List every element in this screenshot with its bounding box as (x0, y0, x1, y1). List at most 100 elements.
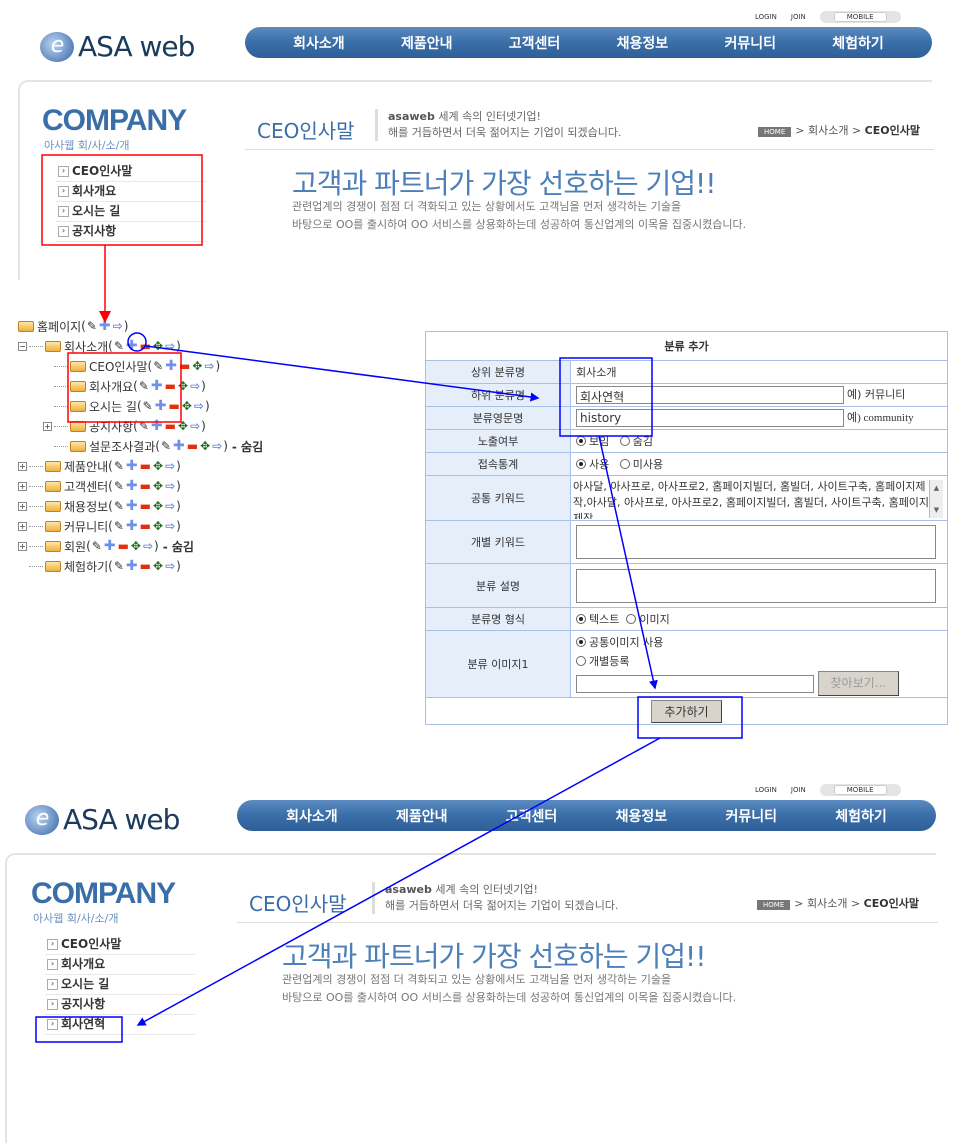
tree-node[interactable]: +채용정보(✎✚▬✥⇨) (18, 498, 181, 514)
add-plus-icon[interactable]: ✚ (125, 518, 138, 534)
description-textarea[interactable] (576, 568, 936, 603)
move-cross-icon[interactable]: ✥ (130, 539, 141, 553)
add-plus-icon[interactable]: ✚ (125, 338, 138, 354)
menu-item[interactable]: CEO인사말 (56, 162, 206, 182)
nav-item[interactable]: 커뮤니티 (725, 808, 777, 825)
menu-item[interactable]: 오시는 길 (45, 975, 195, 995)
delete-minus-icon[interactable]: ▬ (139, 339, 151, 353)
child-name-input[interactable]: 회사연혁 (576, 386, 844, 404)
tree-node[interactable]: +공지사항(✎✚▬✥⇨) (43, 418, 206, 434)
edit-pencil-icon[interactable]: ✎ (113, 559, 124, 573)
expand-toggle-icon[interactable]: + (18, 501, 27, 511)
expand-toggle-icon[interactable]: + (43, 421, 52, 431)
nav-item[interactable]: 채용정보 (616, 35, 669, 52)
move-cross-icon[interactable]: ✥ (178, 379, 189, 393)
add-plus-icon[interactable]: ✚ (150, 378, 163, 394)
delete-minus-icon[interactable]: ▬ (168, 399, 180, 413)
add-plus-icon[interactable]: ✚ (150, 418, 163, 434)
radio-stats-use[interactable] (576, 459, 586, 469)
move-arrow-icon[interactable]: ⇨ (142, 539, 154, 553)
move-cross-icon[interactable]: ✥ (178, 419, 189, 433)
move-cross-icon[interactable]: ✥ (153, 519, 164, 533)
tree-node[interactable]: CEO인사말(✎✚▬✥⇨) (18, 356, 263, 376)
tree-node[interactable]: 오시는 길(✎✚▬✥⇨) (18, 396, 263, 416)
move-arrow-icon[interactable]: ⇨ (165, 519, 176, 533)
tree-root[interactable]: 홈페이지(✎✚⇨) (18, 316, 263, 336)
move-cross-icon[interactable]: ✥ (153, 499, 164, 513)
tree-node[interactable]: 회사개요(✎✚▬✥⇨) (18, 376, 263, 396)
move-arrow-icon[interactable]: ⇨ (112, 319, 123, 333)
add-plus-icon[interactable]: ✚ (98, 318, 111, 334)
menu-item[interactable]: 공지사항 (56, 222, 206, 242)
tree-node[interactable]: +커뮤니티(✎✚▬✥⇨) (18, 518, 181, 534)
edit-pencil-icon[interactable]: ✎ (86, 319, 97, 333)
expand-toggle-icon[interactable]: + (18, 461, 27, 471)
edit-pencil-icon[interactable]: ✎ (138, 419, 149, 433)
nav-item[interactable]: 고객센터 (508, 35, 561, 52)
add-plus-icon[interactable]: ✚ (125, 558, 138, 574)
delete-minus-icon[interactable]: ▬ (179, 359, 191, 373)
nav-item[interactable]: 제품안내 (400, 35, 453, 52)
join-link[interactable]: JOIN (790, 13, 806, 21)
delete-minus-icon[interactable]: ▬ (186, 439, 199, 453)
add-plus-icon[interactable]: ✚ (125, 458, 138, 474)
expand-toggle-icon[interactable]: + (18, 481, 27, 491)
move-cross-icon[interactable]: ✥ (181, 399, 192, 413)
login-link[interactable]: LOGIN (755, 13, 777, 21)
delete-minus-icon[interactable]: ▬ (164, 419, 176, 433)
tree-node[interactable]: 체험하기(✎✚▬✥⇨) (18, 556, 263, 576)
browse-button[interactable]: 찾아보기... (817, 670, 900, 696)
nav-item[interactable]: 회사소개 (293, 35, 345, 52)
tree-node[interactable]: −회사소개(✎✚▬✥⇨) (18, 338, 181, 354)
add-plus-icon[interactable]: ✚ (173, 438, 185, 454)
scrollbar[interactable]: ▲▼ (929, 480, 943, 518)
delete-minus-icon[interactable]: ▬ (117, 539, 129, 553)
move-cross-icon[interactable]: ✥ (192, 359, 203, 373)
move-cross-icon[interactable]: ✥ (200, 439, 211, 453)
delete-minus-icon[interactable]: ▬ (139, 519, 151, 533)
expand-toggle-icon[interactable]: + (18, 521, 27, 531)
move-arrow-icon[interactable]: ⇨ (165, 459, 176, 473)
delete-minus-icon[interactable]: ▬ (139, 499, 151, 513)
add-plus-icon[interactable]: ✚ (103, 538, 116, 554)
edit-pencil-icon[interactable]: ✎ (113, 459, 124, 473)
menu-item[interactable]: 회사개요 (56, 182, 206, 202)
move-arrow-icon[interactable]: ⇨ (212, 439, 223, 453)
collapse-toggle-icon[interactable]: − (18, 341, 27, 351)
nav-item[interactable]: 회사소개 (286, 808, 338, 825)
radio-stats-nouse[interactable] (619, 459, 630, 469)
move-cross-icon[interactable]: ✥ (153, 459, 164, 473)
edit-pencil-icon[interactable]: ✎ (113, 479, 124, 493)
delete-minus-icon[interactable]: ▬ (139, 559, 151, 573)
submit-add-button[interactable]: 추가하기 (651, 699, 722, 723)
delete-minus-icon[interactable]: ▬ (139, 479, 151, 493)
nav-item[interactable]: 체험하기 (835, 808, 887, 825)
mobile-button[interactable]: MOBILE (819, 784, 901, 796)
edit-pencil-icon[interactable]: ✎ (153, 359, 164, 373)
menu-item[interactable]: 회사개요 (45, 955, 195, 975)
home-link[interactable]: HOME (758, 127, 792, 137)
file-input[interactable] (576, 674, 814, 693)
nav-item[interactable]: 고객센터 (505, 808, 558, 825)
delete-minus-icon[interactable]: ▬ (139, 459, 151, 473)
edit-pencil-icon[interactable]: ✎ (113, 499, 124, 513)
add-plus-icon[interactable]: ✚ (125, 498, 138, 514)
tree-node[interactable]: 설문조사결과(✎✚▬✥⇨)- 숨김 (18, 436, 263, 456)
move-cross-icon[interactable]: ✥ (153, 479, 164, 493)
move-cross-icon[interactable]: ✥ (153, 339, 164, 353)
move-arrow-icon[interactable]: ⇨ (165, 559, 176, 573)
move-arrow-icon[interactable]: ⇨ (190, 379, 201, 393)
nav-item[interactable]: 채용정보 (615, 808, 668, 825)
nav-item[interactable]: 체험하기 (832, 35, 884, 52)
radio-own-image[interactable] (576, 655, 586, 666)
move-arrow-icon[interactable]: ⇨ (165, 499, 176, 513)
radio-text[interactable] (576, 614, 586, 624)
edit-pencil-icon[interactable]: ✎ (138, 379, 149, 393)
radio-common-image[interactable] (576, 636, 586, 647)
edit-pencil-icon[interactable]: ✎ (113, 519, 124, 533)
radio-image[interactable] (626, 614, 637, 624)
add-plus-icon[interactable]: ✚ (125, 478, 138, 494)
indiv-keywords-textarea[interactable] (576, 525, 936, 559)
